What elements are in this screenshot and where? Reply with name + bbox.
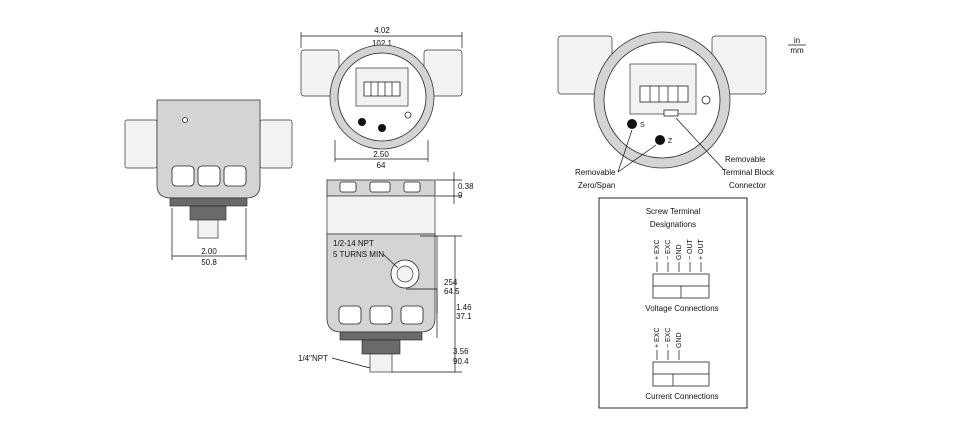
elev-cap-tab — [369, 181, 391, 193]
current-pin-labels: + EXC − EXC GND — [654, 328, 683, 360]
front-zero-pot — [378, 124, 386, 132]
callout-zero-span-line2: Zero/Span — [578, 181, 615, 190]
current-pin-label: GND — [676, 332, 683, 348]
callout-terminal-line1: Removable — [725, 155, 766, 164]
elev-fitting — [369, 353, 393, 373]
callout-zero-span-line1: Removable — [575, 168, 616, 177]
elevation-view: 1/2-14 NPT 5 TURNS MIN 1/4"NPT 0.38 9 25… — [298, 172, 474, 373]
elev-tab — [369, 305, 393, 325]
side-tab — [197, 165, 221, 187]
callout-process-port: 1/4"NPT — [298, 354, 328, 363]
current-pin-label: + EXC — [654, 328, 661, 348]
side-conduit-right — [259, 119, 293, 169]
elev-tab — [338, 305, 362, 325]
voltage-pin-labels: + EXC − EXC GND − OUT + OUT — [654, 238, 705, 272]
dim-total-mm: 90.4 — [453, 357, 469, 366]
dim-side-in: 2.00 — [201, 247, 217, 256]
side-view: 2.00 50.8 — [124, 99, 293, 267]
dim-lower-in: 1.46 — [456, 303, 472, 312]
callout-terminal-line3: Connector — [729, 181, 766, 190]
internal-screw — [701, 95, 711, 105]
internal-connector — [663, 109, 679, 117]
span-pot — [627, 119, 637, 129]
units-bottom: mm — [790, 46, 804, 55]
elev-body-upper — [326, 195, 436, 235]
face-label-s: S — [640, 122, 645, 129]
elev-cap-tab — [339, 181, 357, 193]
terminal-title-line2: Designations — [650, 220, 696, 229]
dim-face-in: 2.50 — [373, 150, 389, 159]
dim-cap-mm: 9 — [458, 191, 463, 200]
dim-port-in: 254 — [444, 278, 458, 287]
face-label-z: Z — [668, 138, 673, 145]
dim-top-in: 4.02 — [374, 26, 390, 35]
dim-face-mm: 64 — [377, 161, 386, 170]
dim-port-mm: 64.5 — [444, 287, 460, 296]
side-tab — [223, 165, 247, 187]
voltage-pin-label: + OUT — [698, 238, 705, 260]
elev-tab — [400, 305, 424, 325]
side-fitting — [197, 219, 219, 239]
side-screw — [182, 117, 188, 123]
elev-flange — [339, 331, 423, 341]
internal-view: S Z Removable Zero/Span Removable Termin… — [557, 31, 775, 190]
callout-conduit-line1: 1/2-14 NPT — [333, 239, 374, 248]
dim-top-mm: 102.1 — [372, 39, 393, 48]
callout-conduit-line2: 5 TURNS MIN — [333, 250, 384, 259]
side-hex-nut — [189, 205, 227, 221]
side-tab — [171, 165, 195, 187]
internal-terminal-block — [639, 85, 689, 103]
current-caption: Current Connections — [645, 392, 718, 401]
dim-lower-mm: 37.1 — [456, 312, 472, 321]
terminal-designations: Screw Terminal Designations + EXC − EXC GN… — [598, 197, 748, 409]
units-legend: in mm — [788, 36, 806, 55]
units-top: in — [794, 36, 800, 45]
elev-hex-nut — [361, 339, 401, 355]
voltage-pin-label: − EXC — [665, 240, 672, 260]
side-conduit-left — [124, 119, 158, 169]
current-pin-label: − EXC — [665, 328, 672, 348]
terminal-title-line1: Screw Terminal — [646, 207, 701, 216]
voltage-pin-label: GND — [676, 244, 683, 260]
front-span-pot — [358, 118, 366, 126]
dim-side-mm: 50.8 — [201, 258, 217, 267]
voltage-caption: Voltage Connections — [645, 304, 718, 313]
front-terminal-block — [363, 81, 401, 97]
voltage-pin-label: + EXC — [654, 240, 661, 260]
elev-cap-tab — [403, 181, 421, 193]
dim-cap-in: 0.38 — [458, 182, 474, 191]
side-flange — [169, 197, 248, 207]
front-view: 4.02 102.1 2.50 64 — [300, 26, 463, 170]
zero-pot — [655, 135, 665, 145]
callout-terminal-line2: Terminal Block — [722, 168, 775, 177]
front-screw — [404, 111, 412, 119]
dim-total-in: 3.56 — [453, 347, 469, 356]
voltage-pin-label: − OUT — [687, 238, 694, 260]
